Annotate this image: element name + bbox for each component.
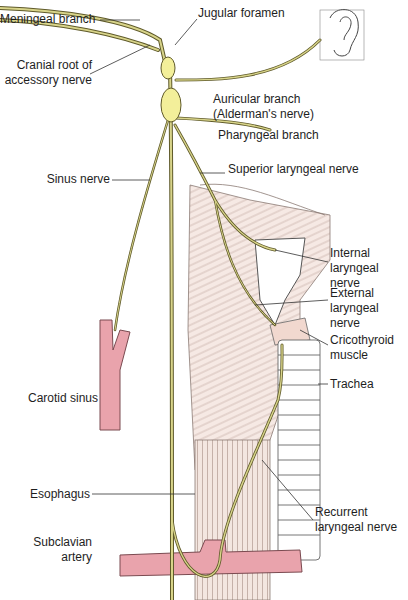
part-label: Cricothyroid muscle [330,333,408,363]
part-label: Superior laryngeal nerve [228,162,398,177]
inferior-ganglion [161,88,181,122]
trachea-sketch [278,340,320,560]
superior-ganglion [161,57,175,79]
part-label: Esophagus [10,487,90,502]
part-label: Recurrent laryngeal nerve [315,505,405,535]
part-label: Trachea [330,377,400,392]
part-label: External laryngeal nerve [330,286,408,331]
part-label: Cranial root of accessory nerve [0,58,92,88]
part-label: Carotid sinus [10,391,98,406]
leader-lines [90,19,328,520]
ear-sketch [320,9,364,60]
part-label: Pharyngeal branch [218,128,338,143]
part-label: Internal laryngeal nerve [330,246,408,291]
subclavian-sketch [120,540,302,576]
carotid-sketch [100,320,130,430]
part-label: Sinus nerve [40,172,110,187]
part-label: Meningeal branch [0,12,100,27]
part-label: Jugular foramen [198,6,308,21]
part-label: Auricular branch (Alderman's nerve) [213,92,325,122]
part-label: Subclavian artery [28,535,92,565]
